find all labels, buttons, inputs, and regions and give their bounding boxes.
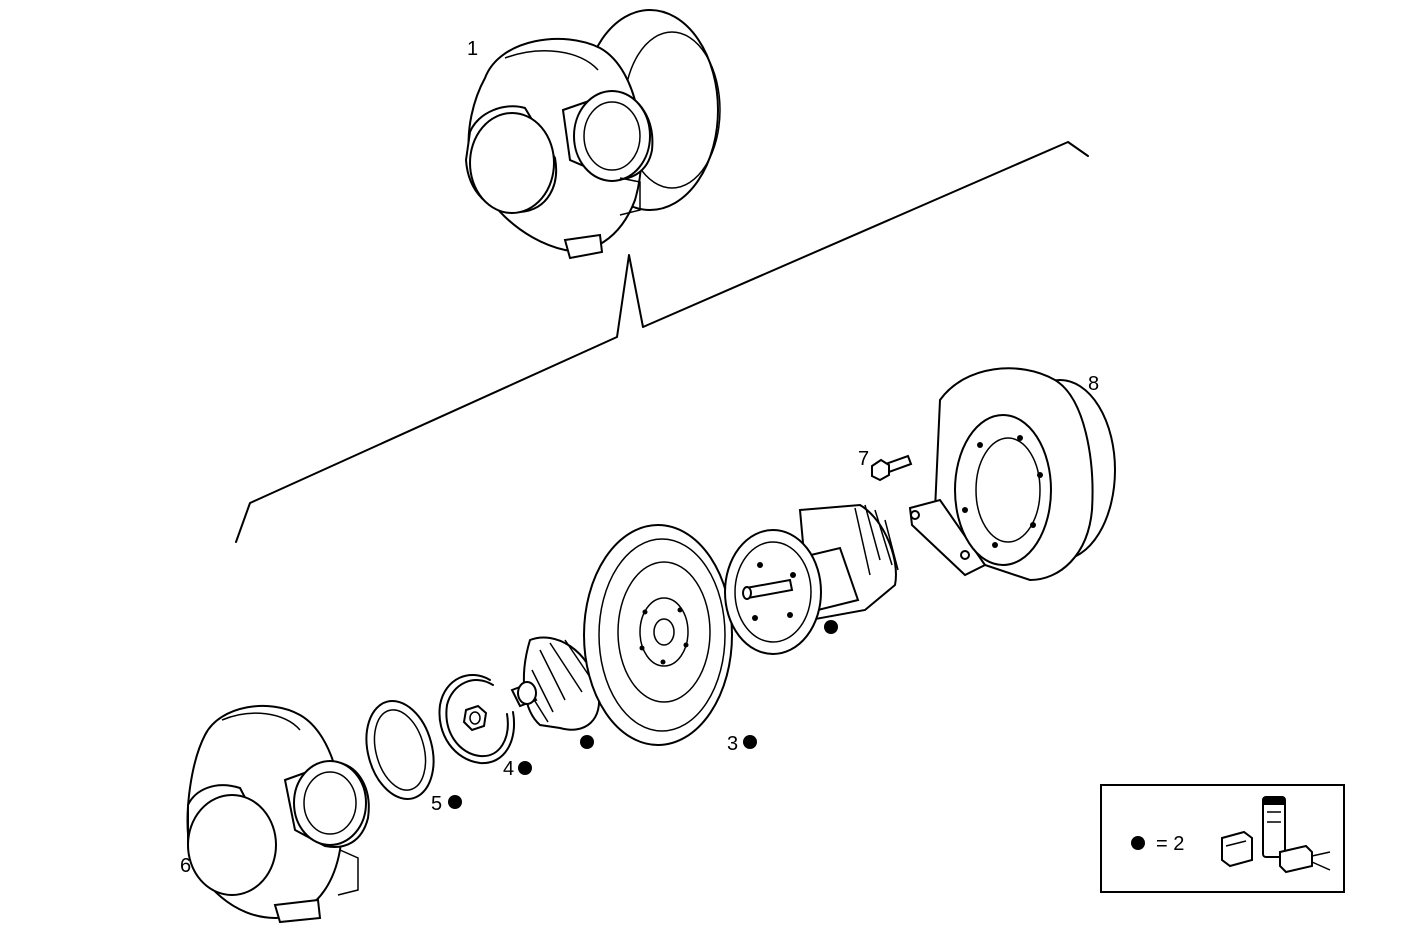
sealant-dot-wheel [580, 735, 594, 749]
turbocharger-assembly [464, 9, 721, 260]
bolt [871, 454, 913, 482]
legend: = 2 [1100, 784, 1345, 893]
compressor-wheel [510, 636, 601, 731]
sealant-dot-core [824, 620, 838, 634]
sealing-ring [365, 699, 435, 801]
snap-ring [438, 674, 515, 765]
assembly-bracket [235, 141, 1089, 543]
legend-dot [1131, 836, 1145, 850]
sealant-dot-3 [743, 735, 757, 749]
legend-text: = 2 [1156, 833, 1184, 855]
compressor-housing [186, 704, 370, 924]
part-label-6: 6 [180, 855, 191, 877]
part-label-5: 5 [431, 793, 442, 815]
part-label-1: 1 [467, 38, 478, 60]
bearing-housing-core [724, 503, 899, 655]
turbine-housing [908, 367, 1116, 582]
sealant-dot-5 [448, 795, 462, 809]
part-label-3: 3 [727, 733, 738, 755]
sealant-tube-and-packets-icon [1221, 796, 1331, 874]
sealant-dot-4 [518, 761, 532, 775]
part-label-8: 8 [1088, 373, 1099, 395]
part-label-4: 4 [503, 758, 514, 780]
part-label-7: 7 [858, 448, 869, 470]
heat-shield [583, 524, 733, 746]
